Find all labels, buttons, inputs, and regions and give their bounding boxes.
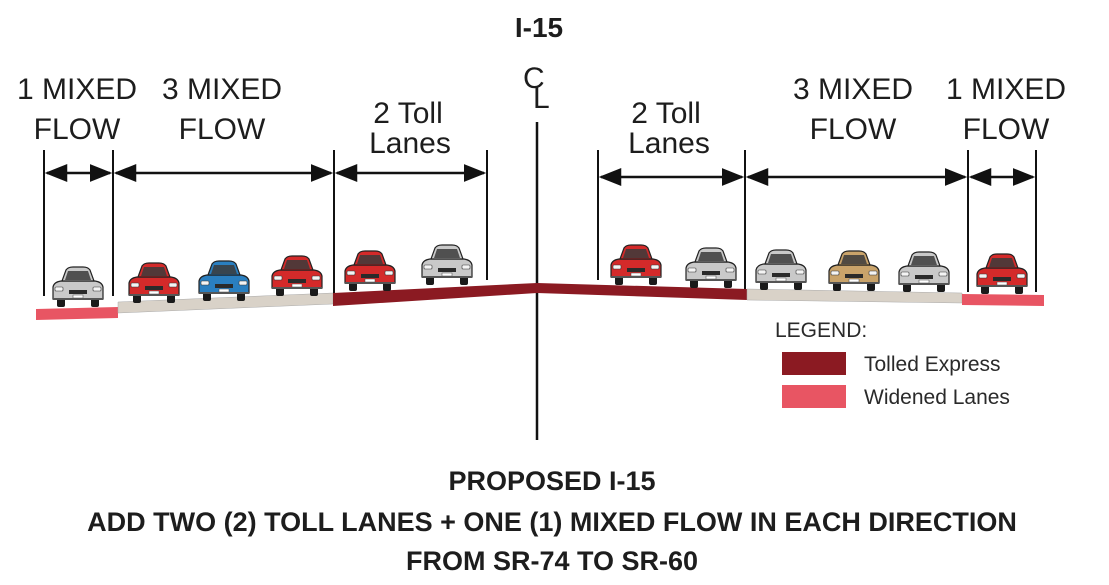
legend: LEGEND: Tolled Express Widened Lanes	[775, 319, 1010, 409]
right-label-mixed-outer-2: FLOW	[963, 113, 1050, 146]
caption: PROPOSED I-15 ADD TWO (2) TOLL LANES + O…	[87, 466, 1017, 576]
car	[52, 266, 104, 307]
left-label-mixed-1: 3 MIXED	[162, 73, 282, 106]
car	[198, 260, 250, 301]
left-widened-lane	[36, 307, 118, 320]
legend-label-tolled: Tolled Express	[864, 353, 1001, 376]
car	[898, 251, 950, 292]
left-toll-lanes	[333, 283, 537, 306]
legend-title: LEGEND:	[775, 319, 867, 342]
left-label-toll-1: 2 Toll	[373, 97, 443, 130]
car	[685, 247, 737, 288]
right-widened-lane	[962, 294, 1044, 306]
legend-label-widened: Widened Lanes	[864, 386, 1010, 409]
left-label-toll-2: Lanes	[369, 127, 451, 160]
car	[828, 250, 880, 291]
dimension-ticks	[43, 150, 1037, 296]
car	[610, 244, 662, 285]
right-label-mixed-2: FLOW	[810, 113, 897, 146]
caption-line-1: PROPOSED I-15	[448, 466, 655, 496]
left-label-mixed-outer-1: 1 MIXED	[17, 73, 137, 106]
centerline-l: L	[533, 82, 550, 115]
cars	[52, 244, 1028, 307]
right-label-toll-1: 2 Toll	[631, 97, 701, 130]
dimension-arrows	[44, 164, 1036, 186]
car	[421, 244, 473, 285]
right-lane-labels: 2 Toll Lanes 3 MIXED FLOW 1 MIXED FLOW	[628, 73, 1066, 160]
car	[755, 249, 807, 290]
left-lane-labels: 1 MIXED FLOW 3 MIXED FLOW 2 Toll Lanes	[17, 73, 451, 160]
car	[271, 255, 323, 296]
diagram-title: I-15	[515, 12, 563, 43]
caption-line-2: ADD TWO (2) TOLL LANES + ONE (1) MIXED F…	[87, 507, 1017, 537]
right-mixed-lanes	[746, 288, 963, 304]
road-cross-section	[36, 283, 1044, 320]
right-toll-lanes	[537, 283, 747, 300]
right-label-mixed-1: 3 MIXED	[793, 73, 913, 106]
right-label-toll-2: Lanes	[628, 127, 710, 160]
caption-line-3: FROM SR-74 TO SR-60	[406, 546, 698, 576]
car	[344, 250, 396, 291]
centerline-c: C	[523, 62, 545, 95]
legend-swatch-widened	[782, 385, 846, 408]
car	[976, 253, 1028, 294]
left-label-mixed-2: FLOW	[179, 113, 266, 146]
car	[128, 262, 180, 303]
legend-swatch-tolled	[782, 352, 846, 375]
left-label-mixed-outer-2: FLOW	[34, 113, 121, 146]
right-label-mixed-outer-1: 1 MIXED	[946, 73, 1066, 106]
